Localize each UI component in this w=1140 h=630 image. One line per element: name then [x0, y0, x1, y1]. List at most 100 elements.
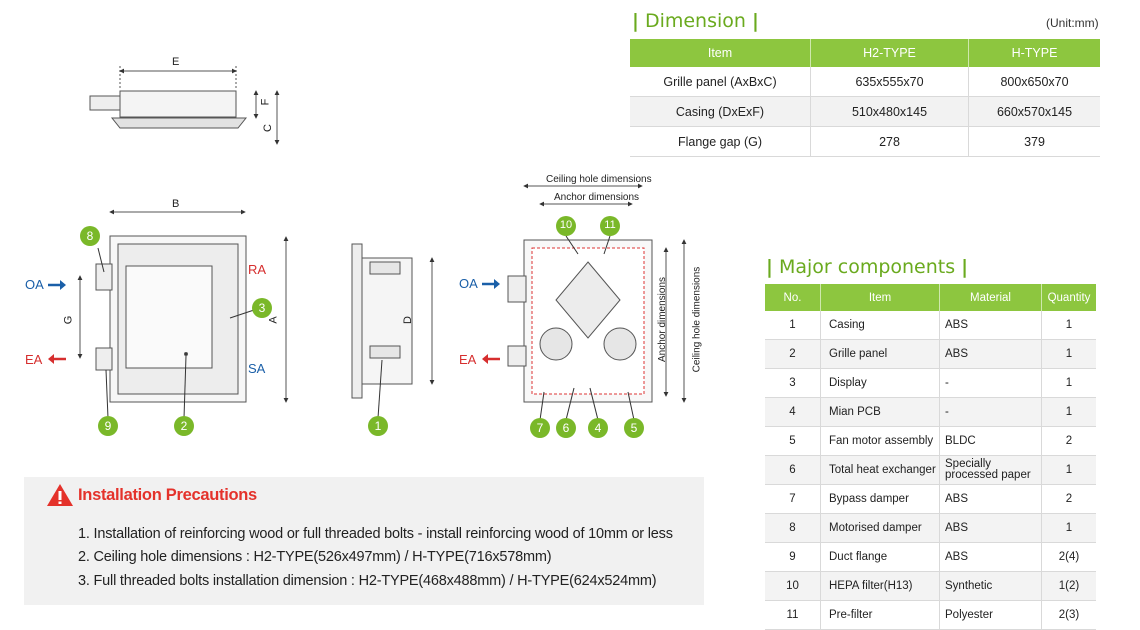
precaution-line-1: 1. Installation of reinforcing wood or f…	[78, 526, 673, 542]
ea-label-internal: EA	[459, 352, 477, 367]
precaution-line-2: 2. Ceiling hole dimensions : H2-TYPE(526…	[78, 549, 552, 565]
header-h2: H2-TYPE	[810, 39, 969, 67]
cell: BLDC	[939, 426, 1042, 456]
cell: Display	[820, 368, 940, 398]
dimension-table: Item H2-TYPE H-TYPE Grille panel (AxBxC)…	[630, 39, 1100, 157]
ceiling-hole-label: Ceiling hole dimensions	[546, 174, 652, 185]
ceiling-hole-label-vertical: Ceiling hole dimensions	[691, 266, 703, 373]
cell: 2	[1041, 484, 1096, 514]
cell: 2	[1041, 426, 1096, 456]
cell: 1	[1041, 455, 1096, 485]
table-row: Casing (DxExF) 510x480x145 660x570x145	[630, 96, 1100, 127]
cell: 1	[1041, 339, 1096, 369]
technical-drawing	[48, 66, 687, 438]
cell: Synthetic	[939, 571, 1042, 601]
front-view	[77, 209, 289, 403]
header-item: Item	[820, 284, 940, 311]
oa-label: OA	[25, 277, 44, 292]
callout-2: 2	[180, 419, 188, 433]
callout-3: 3	[258, 301, 266, 315]
arrow-left-icon	[48, 354, 500, 364]
cell: 6	[765, 455, 821, 485]
cell: Flange gap (G)	[630, 126, 811, 157]
callout-4: 4	[594, 421, 602, 435]
cell: 2(3)	[1041, 600, 1096, 630]
cell: -	[939, 368, 1042, 398]
dim-label-c: C	[261, 124, 274, 132]
table-row: 4 Mian PCB - 1	[765, 397, 1096, 427]
table-row: 10 HEPA filter(H13) Synthetic 1(2)	[765, 571, 1096, 601]
dim-label-e: E	[172, 56, 180, 68]
cell: Duct flange	[820, 542, 940, 572]
callout-5: 5	[630, 421, 638, 435]
cell: Bypass damper	[820, 484, 940, 514]
cell: 10	[765, 571, 821, 601]
cell: Specially processed paper	[939, 455, 1042, 485]
dim-label-d: D	[401, 316, 414, 324]
dimension-title: |Dimension|	[632, 10, 759, 32]
header-quantity: Quantity	[1041, 284, 1096, 311]
callout-7: 7	[536, 421, 544, 435]
callout-11: 11	[604, 219, 616, 231]
table-row: Flange gap (G) 278 379	[630, 126, 1100, 157]
components-title-text: Major components	[778, 256, 956, 278]
cell: Pre-filter	[820, 600, 940, 630]
header-item: Item	[630, 39, 811, 67]
cell: 379	[968, 126, 1100, 157]
table-row: 7 Bypass damper ABS 2	[765, 484, 1096, 514]
cell: ABS	[939, 339, 1042, 369]
ra-label: RA	[248, 262, 267, 277]
callout-8: 8	[86, 229, 94, 243]
cell: 4	[765, 397, 821, 427]
internal-view	[507, 183, 687, 403]
header-h: H-TYPE	[968, 39, 1100, 67]
table-row: 11 Pre-filter Polyester 2(3)	[765, 600, 1096, 630]
anchor-label: Anchor dimensions	[554, 192, 640, 203]
table-row: Grille panel (AxBxC) 635x555x70 800x650x…	[630, 67, 1100, 97]
components-table: No. Item Material Quantity 1 Casing ABS …	[765, 284, 1096, 630]
cell: 11	[765, 600, 821, 630]
cell: ABS	[939, 513, 1042, 543]
cell: 1	[1041, 311, 1096, 340]
precautions-title: Installation Precautions	[78, 486, 257, 504]
table-row: 3 Display - 1	[765, 368, 1096, 398]
cell: 660x570x145	[968, 96, 1100, 127]
cell: 1	[765, 311, 821, 340]
cell: Mian PCB	[820, 397, 940, 427]
callout-10: 10	[559, 219, 573, 231]
cell: -	[939, 397, 1042, 427]
cell: Grille panel	[820, 339, 940, 369]
cell: 1	[1041, 513, 1096, 543]
cell: 800x650x70	[968, 67, 1100, 97]
cell: 635x555x70	[810, 67, 969, 97]
cell: 5	[765, 426, 821, 456]
cell: Casing	[820, 311, 940, 340]
callout-6: 6	[562, 421, 570, 435]
table-row: 1 Casing ABS 1	[765, 311, 1096, 340]
cell: Fan motor assembly	[820, 426, 940, 456]
callout-1: 1	[374, 419, 382, 433]
dimension-header-row: Item H2-TYPE H-TYPE	[630, 39, 1100, 67]
cell: Grille panel (AxBxC)	[630, 67, 811, 97]
cell: Casing (DxExF)	[630, 96, 811, 127]
components-title: |Major components|	[766, 256, 969, 278]
cell: 510x480x145	[810, 96, 969, 127]
cell: HEPA filter(H13)	[820, 571, 940, 601]
dim-label-b: B	[172, 198, 180, 210]
dimension-title-text: Dimension	[644, 10, 746, 32]
table-row: 6 Total heat exchanger Specially process…	[765, 455, 1096, 485]
unit-label: (Unit:mm)	[1046, 16, 1099, 30]
components-header-row: No. Item Material Quantity	[765, 284, 1096, 311]
cell: Total heat exchanger	[820, 455, 940, 485]
oa-label-internal: OA	[459, 276, 478, 291]
cell: 278	[810, 126, 969, 157]
precaution-line-3: 3. Full threaded bolts installation dime…	[78, 573, 657, 589]
table-row: 8 Motorised damper ABS 1	[765, 513, 1096, 543]
dim-label-a: A	[267, 316, 280, 324]
header-no: No.	[765, 284, 821, 311]
cell: 7	[765, 484, 821, 514]
cell: 3	[765, 368, 821, 398]
anchor-label-vertical: Anchor dimensions	[657, 276, 669, 363]
side-view	[89, 66, 280, 145]
arrow-right-icon	[48, 279, 500, 290]
